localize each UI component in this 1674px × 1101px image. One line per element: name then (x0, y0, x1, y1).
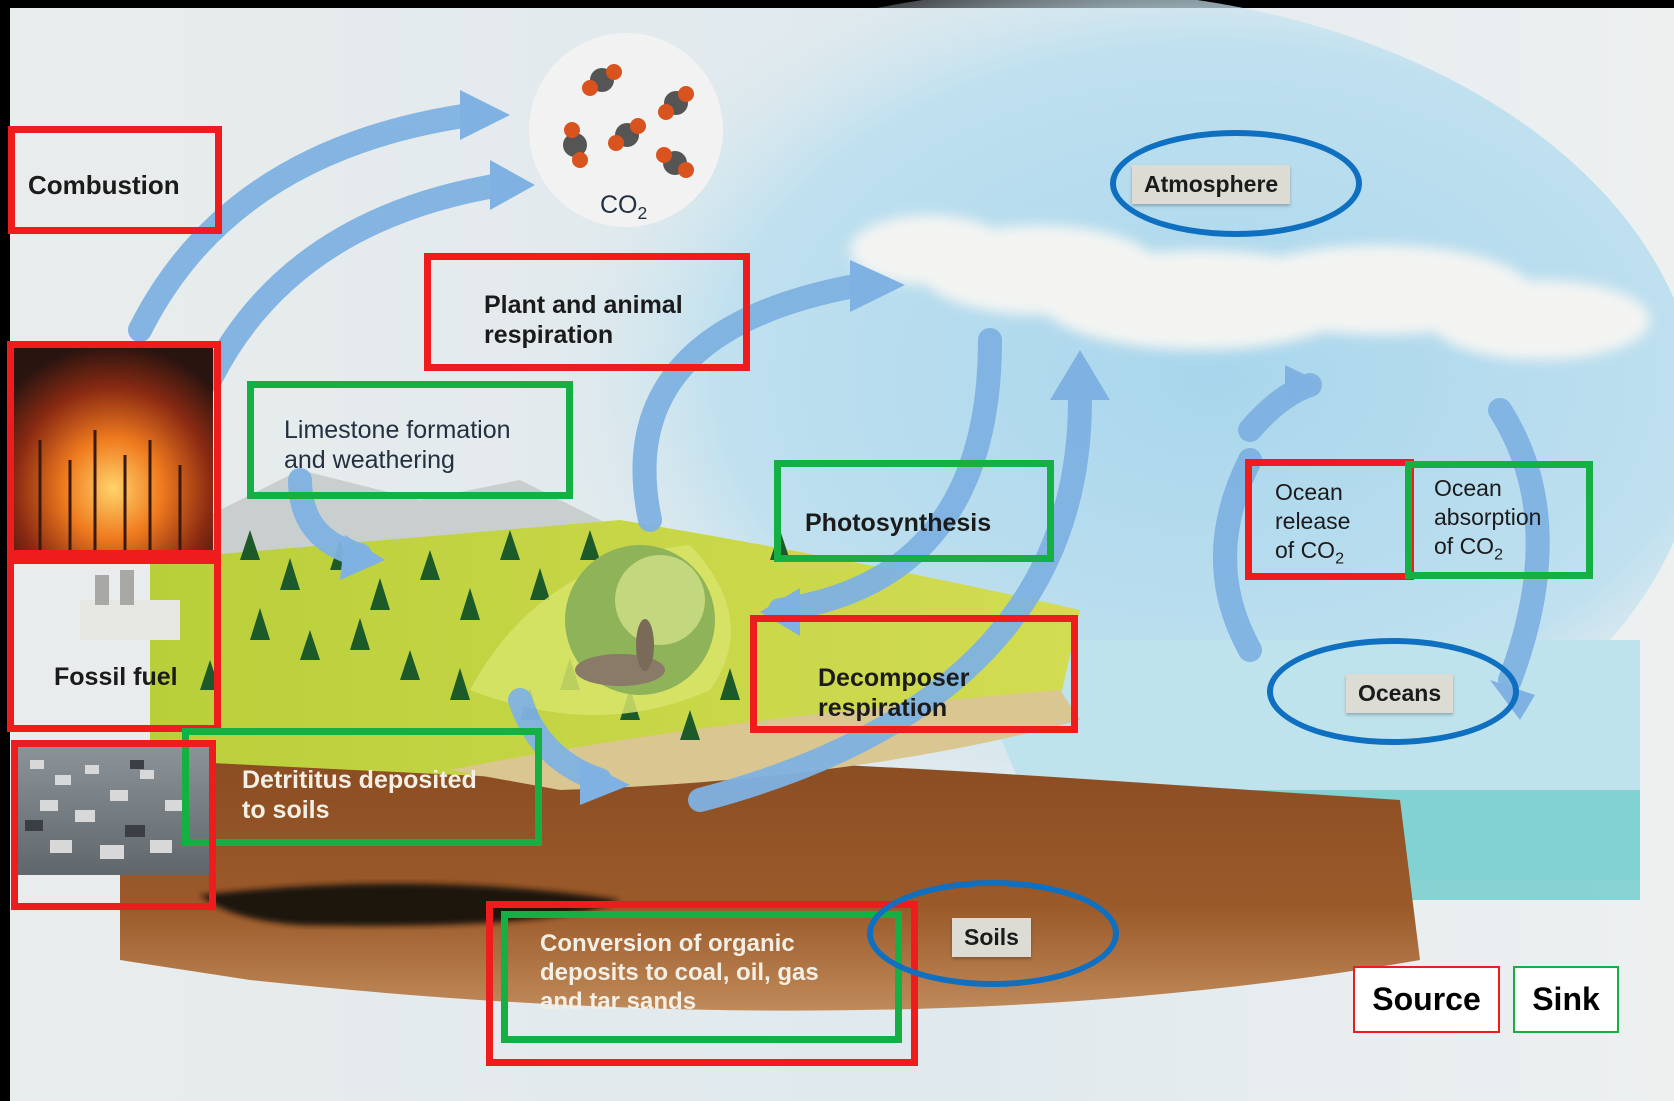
co2-label: CO2 (600, 190, 647, 224)
source-box-decomposer-respiration (750, 615, 1078, 733)
source-box-fire-photo (7, 341, 221, 557)
reservoir-ellipse-atmosphere (1110, 130, 1362, 237)
legend-source: Source (1353, 966, 1500, 1033)
source-box-plant-animal-respiration (424, 253, 750, 371)
sink-box-photosynthesis (774, 460, 1054, 562)
legend-sink: Sink (1513, 966, 1619, 1033)
source-box-ocean-release (1245, 459, 1414, 580)
source-box-traffic-photo (11, 740, 216, 910)
sink-box-limestone (247, 381, 573, 499)
sink-box-ocean-absorption (1405, 461, 1593, 579)
co2-text: CO (600, 191, 638, 219)
sink-box-detritus (182, 728, 542, 846)
reservoir-ellipse-oceans (1267, 638, 1519, 745)
co2-subscript: 2 (638, 203, 648, 223)
source-box-combustion (8, 126, 222, 234)
sink-box-conversion (501, 911, 902, 1043)
reservoir-ellipse-soils (867, 880, 1119, 987)
source-box-fossil-fuel (7, 557, 221, 732)
